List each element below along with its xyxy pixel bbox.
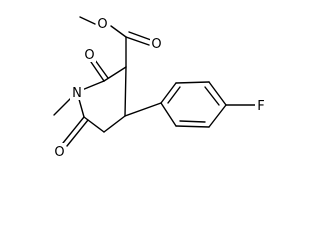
bond-carbonyl-double-b	[128, 31, 152, 41]
label-bg-ring-n	[70, 84, 84, 100]
bond-c5-c4	[103, 115, 126, 133]
bond-ar4-ar5	[208, 104, 227, 128]
bond-c4-aryl	[124, 102, 162, 117]
atom-label-ring-n: N	[72, 86, 82, 101]
bond-c6-c5	[83, 116, 105, 133]
atom-label-ring-o-upper: O	[84, 48, 94, 63]
bond-methyl-o	[79, 16, 96, 25]
bond-c3-c2	[103, 66, 127, 82]
bond-c2-o-double-a	[90, 61, 105, 82]
label-bg-carbonyl-o	[150, 35, 163, 51]
bond-ar3-ar4	[208, 81, 227, 106]
atom-label-ester-o: O	[97, 17, 107, 32]
bond-ar-inner-2	[204, 86, 220, 106]
label-bg-ring-o-upper	[83, 46, 96, 62]
bond-ar5-ar6	[175, 125, 210, 128]
bond-c2-o-double-b	[94, 59, 109, 79]
label-bg-fluorine	[255, 97, 267, 113]
bond-ar-inner-3	[179, 120, 206, 123]
bond-o-carbonyl-carbon	[110, 25, 127, 38]
atom-label-fluorine: F	[257, 99, 264, 114]
bonds	[53, 16, 256, 147]
atom-labels: O O O N O F	[53, 15, 267, 160]
bond-c6-o-double-b	[66, 119, 89, 147]
atom-label-ring-o-lower: O	[54, 145, 64, 160]
bond-ar6-ar1	[160, 102, 177, 127]
bond-c4-c3	[124, 66, 127, 117]
bond-c6-o-double-a	[62, 116, 85, 144]
atom-label-carbonyl-o: O	[151, 37, 161, 52]
bond-ar2-ar3	[175, 81, 210, 84]
bond-ar-inner-1	[167, 86, 181, 104]
bond-carbonyl-double-a	[125, 36, 150, 46]
chemical-structure: O O O N O F	[53, 15, 267, 160]
bond-ar1-ar2	[160, 82, 177, 104]
label-bg-ring-o-lower	[53, 143, 66, 159]
label-bg-ester-o	[96, 15, 109, 31]
